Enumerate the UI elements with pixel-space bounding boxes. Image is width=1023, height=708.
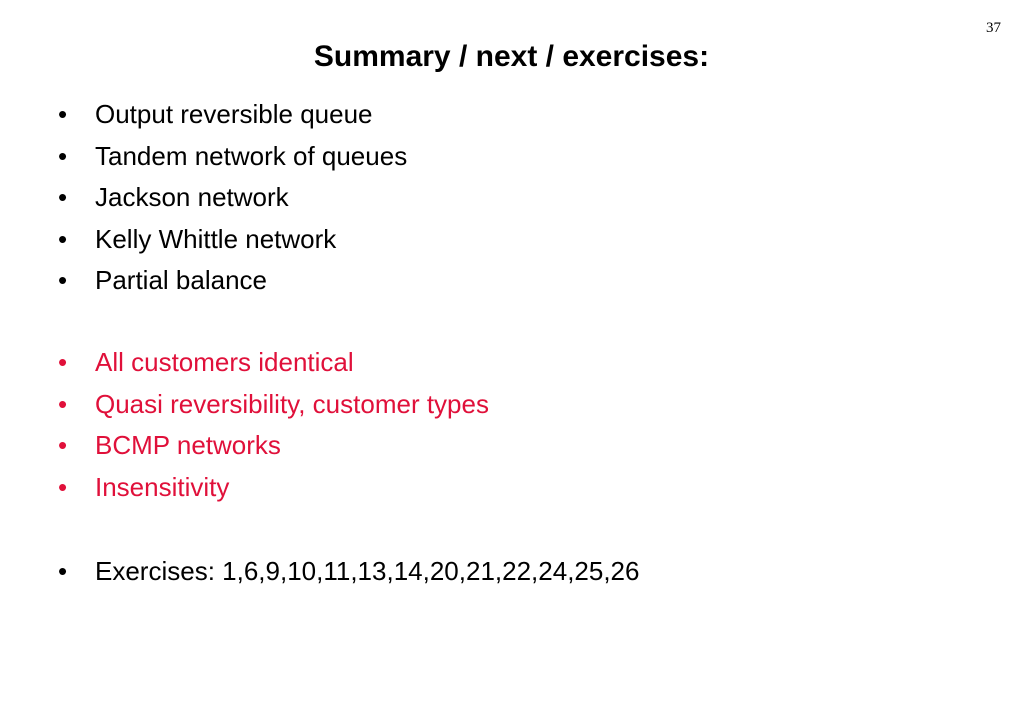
list-item-text: Partial balance (95, 265, 267, 295)
list-item-text: Kelly Whittle network (95, 223, 337, 254)
bullet-icon: • (58, 182, 68, 212)
list-item: • Exercises: 1,6,9,10,11,13,14,20,21,22,2… (58, 551, 639, 593)
bullet-list-topics: • Output reversible queue • Tandem network… (58, 94, 407, 302)
list-item: • Jackson network (58, 177, 407, 219)
list-item: • Tandem network of queues (58, 136, 407, 178)
list-item-text: Insensitivity (95, 471, 230, 502)
list-item: • Quasi reversibility, customer types (58, 384, 489, 426)
page-number: 37 (986, 20, 1001, 36)
list-item-text: Exercises: 1,6,9,10,11,13,14,20,21,22,24… (95, 556, 640, 586)
slide-title: Summary / next / exercises: (313, 40, 710, 73)
bullet-list-next-topics: • All customers identical • Quasi reversib… (58, 342, 489, 508)
bullet-list-exercises: • Exercises: 1,6,9,10,11,13,14,20,21,22,2… (58, 551, 639, 593)
bullet-icon: • (58, 471, 68, 502)
list-item-text: Quasi reversibility, customer types (95, 388, 489, 419)
bullet-icon: • (58, 265, 68, 295)
bullet-icon: • (58, 140, 68, 171)
list-item: • BCMP networks (58, 425, 489, 467)
list-item: • Output reversible queue (58, 94, 407, 136)
list-item: • Insensitivity (58, 467, 489, 509)
list-item: • Kelly Whittle network (58, 219, 407, 261)
bullet-icon: • (58, 99, 68, 129)
list-item-text: All customers identical (95, 347, 354, 377)
list-item-text: Tandem network of queues (95, 140, 408, 171)
list-item: • Partial balance (58, 260, 407, 302)
bullet-icon: • (58, 347, 68, 377)
bullet-icon: • (58, 556, 68, 586)
list-item-text: Jackson network (95, 182, 289, 212)
list-item-text: BCMP networks (95, 430, 281, 460)
bullet-icon: • (58, 430, 68, 460)
bullet-icon: • (58, 388, 68, 419)
list-item: • All customers identical (58, 342, 489, 384)
list-item-text: Output reversible queue (95, 99, 373, 129)
bullet-icon: • (58, 223, 68, 254)
